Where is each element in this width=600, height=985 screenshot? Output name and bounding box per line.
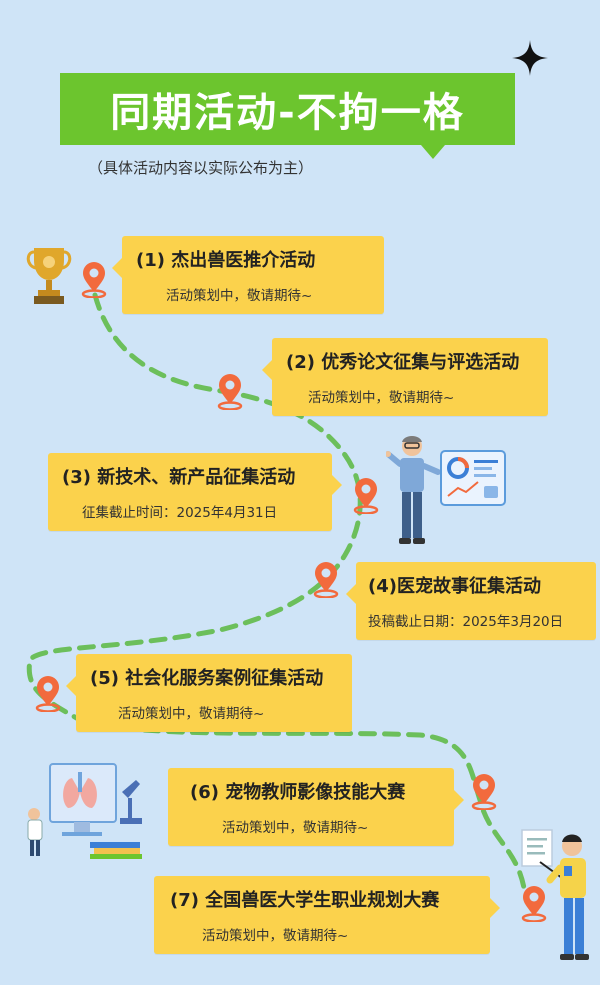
location-pin-icon [313, 562, 339, 598]
dashboard-icon [440, 450, 506, 506]
activity-title: (1) 杰出兽医推介活动 [136, 250, 316, 271]
activity-status: 活动策划中，敬请期待~ [308, 390, 455, 406]
activity-title: (6) 宠物教师影像技能大赛 [190, 782, 406, 803]
activity-card-5: (5) 社会化服务案例征集活动 活动策划中，敬请期待~ [66, 654, 352, 732]
teacher-icon [521, 829, 589, 960]
activity-status: 征集截止时间：2025年4月31日 [82, 505, 278, 521]
activity-title: (4)医宠故事征集活动 [368, 576, 541, 597]
location-pin-icon [81, 262, 107, 298]
activity-title: (2) 优秀论文征集与评选活动 [286, 352, 520, 373]
activity-card-1: (1) 杰出兽医推介活动 活动策划中，敬请期待~ [112, 236, 384, 314]
page-subtitle: （具体活动内容以实际公布为主） [88, 159, 314, 177]
location-pin-icon [521, 886, 547, 922]
location-pin-icon [35, 676, 61, 712]
activity-card-6: (6) 宠物教师影像技能大赛 活动策划中，敬请期待~ [168, 768, 464, 846]
activity-title: (5) 社会化服务案例征集活动 [90, 668, 324, 689]
location-pin-icon [353, 478, 379, 514]
location-pin-icon [471, 774, 497, 810]
activity-card-4: (4)医宠故事征集活动 投稿截止日期：2025年3月20日 [346, 562, 596, 640]
presenter-icon [386, 436, 441, 544]
activity-title: (7) 全国兽医大学生职业规划大赛 [170, 890, 440, 911]
title-banner: 同期活动-不拘一格 [60, 73, 515, 159]
activity-title: (3) 新技术、新产品征集活动 [62, 467, 296, 488]
activity-card-3: (3) 新技术、新产品征集活动 征集截止时间：2025年4月31日 [48, 453, 342, 531]
activity-status: 活动策划中，敬请期待~ [166, 288, 313, 304]
activity-status: 投稿截止日期：2025年3月20日 [368, 614, 564, 630]
activity-status: 活动策划中，敬请期待~ [118, 706, 265, 722]
page-title: 同期活动-不拘一格 [110, 90, 465, 136]
lab-monitor-icon [27, 763, 142, 859]
location-pin-icon [217, 374, 243, 410]
activity-status: 活动策划中，敬请期待~ [222, 820, 369, 836]
activity-card-7: (7) 全国兽医大学生职业规划大赛 活动策划中，敬请期待~ [154, 876, 500, 954]
trophy-icon [26, 248, 72, 304]
activity-card-2: (2) 优秀论文征集与评选活动 活动策划中，敬请期待~ [262, 338, 548, 416]
activity-status: 活动策划中，敬请期待~ [202, 928, 349, 944]
sparkle-icon [512, 40, 548, 76]
